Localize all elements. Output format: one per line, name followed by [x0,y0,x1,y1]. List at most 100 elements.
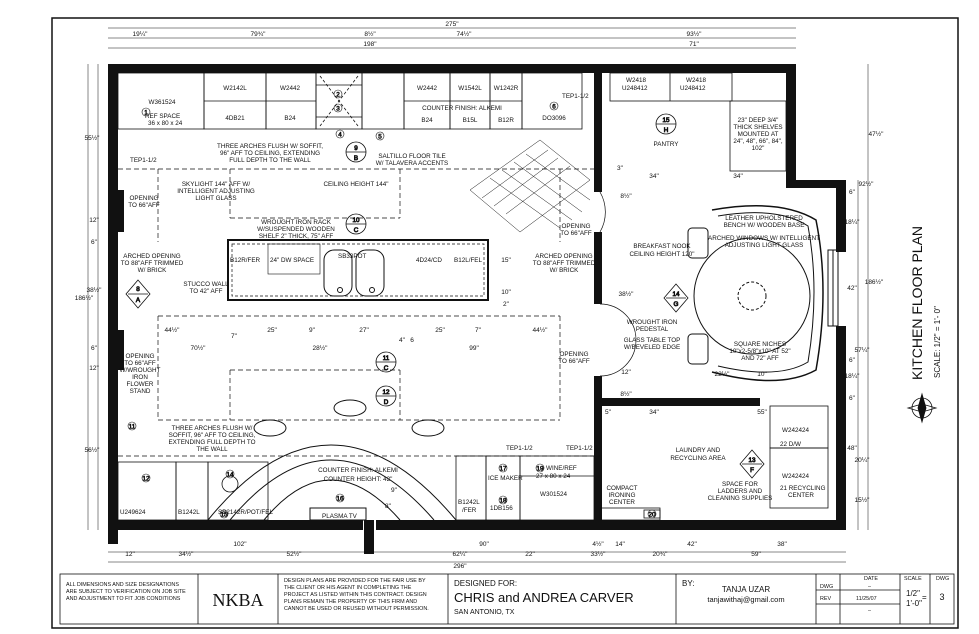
sheet-border [51,17,959,629]
label: 102" [752,145,765,152]
dim-right: 47½" [869,130,885,138]
dimension-labels: 275" 19¼" 79¾" 8½" 74½" 93½" 198" 71" 12… [75,21,884,570]
inner-dim: 34" [649,173,659,180]
label: GLASS TABLE TOP [624,337,681,344]
drawing-title: KITCHEN FLOOR PLAN SCALE: 1/2" = 1'- 0" [909,226,942,380]
label: STUCCO WALL [183,281,229,288]
dim-right: 20¼" [855,457,871,464]
inner-dim: 25" [435,327,445,334]
plans-note: PLANS REMAIN THE PROPERTY OF THIS FIRM A… [284,599,417,605]
label: STAND [130,388,151,395]
label: ARCHED WINDOWS W/ INTELLIGENT [708,235,820,242]
label: OPENING [559,351,588,358]
label: 4D24/CD [416,257,442,264]
pantry-cabinets [609,72,787,172]
label: 24" DW SPACE [270,257,314,264]
label: B12R [498,117,514,124]
label: BENCH W/ WOODEN BASE [724,222,805,229]
label: W/SUSPENDED WOODEN [257,226,335,233]
label: MOUNTED AT [738,131,779,138]
nkba-logo: NKBA [212,590,263,610]
label: B1242L [458,499,480,506]
inner-dim: 5" [605,409,612,416]
dim-right: 48" [847,445,857,452]
door-swings [599,191,637,377]
label: W1242R [494,85,519,92]
dim-bottom: 90" [479,541,489,548]
plans-note: CANNOT BE USED OR REUSED WITHOUT PERMISS… [284,606,429,612]
inner-dim: 6 [410,337,414,344]
wall-bottom-a [108,520,363,530]
svg-text:G: G [674,301,679,308]
svg-text:12: 12 [382,389,390,396]
wall-pantry-left [594,64,602,192]
svg-text:20: 20 [648,512,656,519]
rev-date: – [868,608,871,614]
label: U248412 [680,85,706,92]
dim-right-total: 186½" [865,278,884,286]
dim-bottom: 22" [525,551,535,558]
designed-for-label: DESIGNED FOR: [454,579,517,588]
svg-text:16: 16 [336,496,344,503]
marker-f: 13F [739,449,765,479]
svg-text:C: C [384,365,389,372]
inner-dim: 15" [501,257,511,264]
svg-text:F: F [750,467,754,474]
svg-text:6: 6 [552,104,556,111]
label: /FER [462,507,477,514]
wall-nook-right-b [836,326,846,526]
label: PLASMA TV [322,513,358,520]
inner-dim: 55" [757,409,767,416]
label: SKYLIGHT 144" AFF W/ [182,181,251,188]
inner-dim: 4" [399,337,406,344]
client-name: CHRIS and ANDREA CARVER [454,590,634,605]
svg-text:15: 15 [220,512,228,519]
dim-bottom: 33½" [591,550,607,558]
label: WROUGHT IRON RACK [261,219,332,226]
svg-text:A: A [136,297,141,304]
svg-text:12: 12 [142,476,150,483]
label: W2442 [417,85,437,92]
walls [108,64,846,554]
label: OPENING [561,223,590,230]
inner-dim: 10" [501,289,511,296]
label: W242424 [782,427,809,434]
inner-dim: 7" [475,327,482,334]
dim-top: 198" [363,41,377,48]
label: SB33POT [338,253,367,260]
island-outline [227,239,489,301]
wall-laundry-left [594,376,602,528]
label: CENTER [788,492,814,499]
label: 96" AFF TO CEILING, EXTENDING [220,150,320,157]
scale-bottom: 1'-0" [906,599,922,608]
north-arrow-icon [906,392,938,424]
scale-label: SCALE [904,576,922,582]
dim-right: 15½" [855,496,871,504]
label: EXTENDING FULL DEPTH TO [168,439,255,446]
label: TEP1-1/2 [130,157,157,164]
label: LEATHER UPHOLSTERED [725,215,803,222]
label: TEP1-1/2 [566,445,593,452]
wall-nook-right-a [836,180,846,252]
wall-bottom-b [376,520,846,530]
rev-label: REV [820,596,831,602]
label: SQUARE NICHES [734,341,786,348]
svg-text:19: 19 [536,466,544,473]
label: 1DB156 [490,505,513,512]
label: SOFFIT, 96" AFF TO CEILING, [169,432,256,439]
label: THREE ARCHES FLUSH W/ SOFFIT, [217,143,323,150]
inner-dim: 34" [733,173,743,180]
dim-bottom: 42" [687,541,697,548]
label: B12L/FEL [454,257,483,264]
label: COMPACT [606,485,637,492]
label: LIGHT GLASS [195,195,236,202]
label: 4DB21 [225,115,245,122]
svg-text:H: H [664,127,669,134]
inner-dim: 9" [391,487,398,494]
label: TO 88"AFF TRIMMED [533,260,596,267]
label: 36 x 80 x 24 [148,120,183,127]
label: THREE ARCHES FLUSH W/ [172,425,253,432]
dimension-lines [87,27,869,563]
label: W242424 [782,473,809,480]
scale-note: SCALE: 1/2" = 1'- 0" [933,306,942,378]
